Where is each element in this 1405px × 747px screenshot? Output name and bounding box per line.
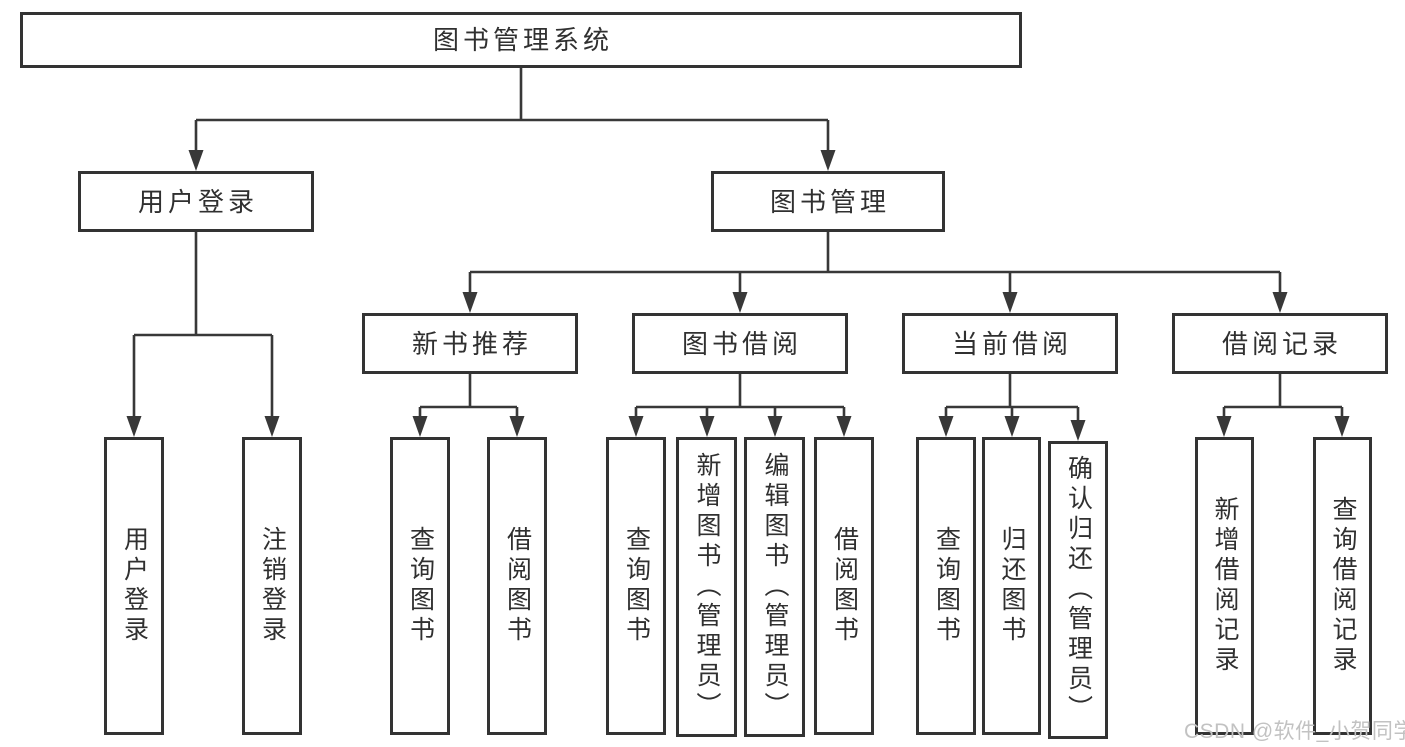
watermark-text: CSDN @软件_小贺同学 xyxy=(1184,720,1405,743)
node-leaf-nb-borrow-books: 借阅图书 xyxy=(487,437,547,735)
node-leaf-br-add-record-label: 新增借阅记录 xyxy=(1211,496,1239,676)
node-leaf-cb-confirm-return-admin-label: 确认归还（管理员） xyxy=(1064,455,1093,725)
node-leaf-cb-query-books-label: 查询图书 xyxy=(932,526,961,646)
node-leaf-bb-borrow-books: 借阅图书 xyxy=(814,437,874,735)
node-book-management-label: 图书管理 xyxy=(769,186,890,217)
connector-currentborrow-to-leaves xyxy=(938,374,1086,441)
node-user-login: 用户登录 xyxy=(78,171,314,232)
connector-userlogin-to-leaves xyxy=(126,232,280,437)
node-leaf-br-query-record: 查询借阅记录 xyxy=(1313,437,1372,735)
connector-bookborrow-to-leaves xyxy=(628,374,852,437)
node-borrow-records-label: 借阅记录 xyxy=(1221,328,1342,359)
node-leaf-br-query-record-label: 查询借阅记录 xyxy=(1329,496,1357,676)
node-leaf-user-login: 用户登录 xyxy=(104,437,164,735)
node-leaf-cb-query-books: 查询图书 xyxy=(916,437,976,735)
connector-records-to-leaves xyxy=(1216,374,1350,437)
node-current-borrow-label: 当前借阅 xyxy=(951,328,1072,359)
connector-bookmgmt-to-level3 xyxy=(462,232,1288,313)
node-leaf-bb-borrow-books-label: 借阅图书 xyxy=(830,526,859,646)
node-root-label: 图书管理系统 xyxy=(432,25,613,55)
node-leaf-bb-edit-books-admin-label: 编辑图书（管理员） xyxy=(761,452,789,722)
node-leaf-bb-add-books-admin-label: 新增图书（管理员） xyxy=(693,452,721,722)
node-leaf-bb-query-books-label: 查询图书 xyxy=(622,526,651,646)
node-root-system: 图书管理系统 xyxy=(20,12,1022,68)
connector-newbook-to-leaves xyxy=(412,374,525,437)
node-current-borrow: 当前借阅 xyxy=(902,313,1118,374)
node-new-book-recommend-label: 新书推荐 xyxy=(411,328,532,359)
node-leaf-nb-query-books-label: 查询图书 xyxy=(406,526,435,646)
node-user-login-label: 用户登录 xyxy=(137,186,258,217)
node-leaf-cb-confirm-return-admin: 确认归还（管理员） xyxy=(1048,441,1108,739)
node-leaf-cb-return-books: 归还图书 xyxy=(982,437,1041,735)
node-book-borrow-label: 图书借阅 xyxy=(681,328,802,359)
node-leaf-nb-query-books: 查询图书 xyxy=(390,437,450,735)
node-leaf-nb-borrow-books-label: 借阅图书 xyxy=(503,526,532,646)
node-leaf-logout-label: 注销登录 xyxy=(258,526,287,646)
node-leaf-bb-add-books-admin: 新增图书（管理员） xyxy=(676,437,737,737)
node-book-management: 图书管理 xyxy=(711,171,945,232)
node-leaf-bb-query-books: 查询图书 xyxy=(606,437,666,735)
node-leaf-bb-edit-books-admin: 编辑图书（管理员） xyxy=(744,437,805,737)
node-leaf-br-add-record: 新增借阅记录 xyxy=(1195,437,1254,735)
node-borrow-records: 借阅记录 xyxy=(1172,313,1388,374)
connector-root-to-level2 xyxy=(188,68,836,171)
node-new-book-recommend: 新书推荐 xyxy=(362,313,578,374)
node-book-borrow: 图书借阅 xyxy=(632,313,848,374)
node-leaf-user-login-label: 用户登录 xyxy=(120,526,149,646)
node-leaf-logout: 注销登录 xyxy=(242,437,302,735)
node-leaf-cb-return-books-label: 归还图书 xyxy=(998,526,1026,646)
